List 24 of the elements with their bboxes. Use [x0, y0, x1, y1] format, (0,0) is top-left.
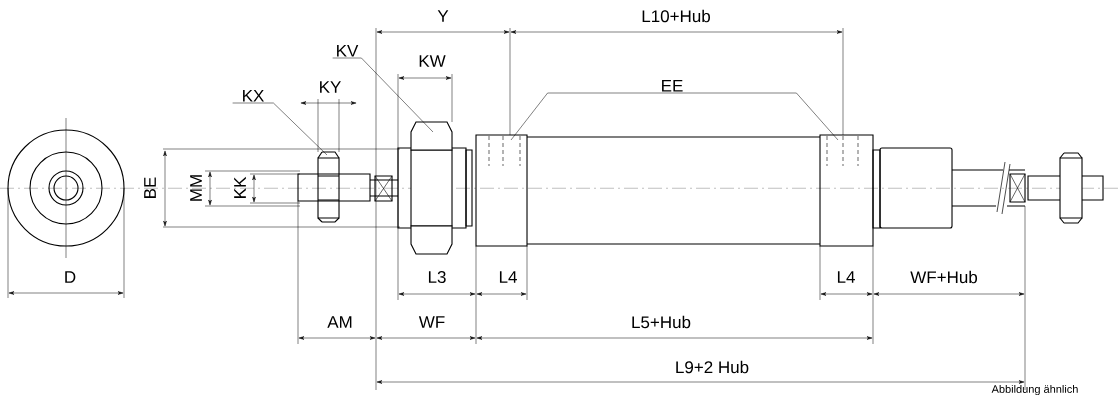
callout-label: EE — [662, 79, 683, 92]
note: Abbildung ähnlich — [991, 384, 1078, 396]
dimension-label: L3 — [428, 271, 446, 284]
leader-line — [510, 92, 673, 141]
dimension-label: KK — [234, 176, 246, 198]
leader-line — [232, 102, 328, 156]
dimension-label: AM — [327, 316, 352, 328]
callout-label: KV — [337, 44, 359, 57]
dimension-label: L9+2 Hub — [676, 360, 749, 374]
dimension-label: WF — [418, 316, 445, 328]
dimension-label: L10+Hub — [642, 9, 710, 23]
dimension-label: L4 — [837, 271, 855, 283]
dimension-label: L5+Hub — [632, 315, 691, 329]
dimension-label: L4 — [499, 271, 517, 283]
dimension-label: WF+Hub — [910, 270, 978, 284]
callout-label: KX — [243, 89, 264, 102]
dimension-label: KW — [419, 55, 446, 67]
dimension-label: KY — [320, 81, 341, 93]
dimension-label: Y — [437, 10, 449, 22]
leader-line — [671, 92, 839, 141]
leader-line — [332, 57, 434, 133]
dimension-label: D — [65, 271, 76, 283]
dimension-label: BE — [144, 177, 156, 198]
dimension-label: MM — [190, 175, 202, 201]
